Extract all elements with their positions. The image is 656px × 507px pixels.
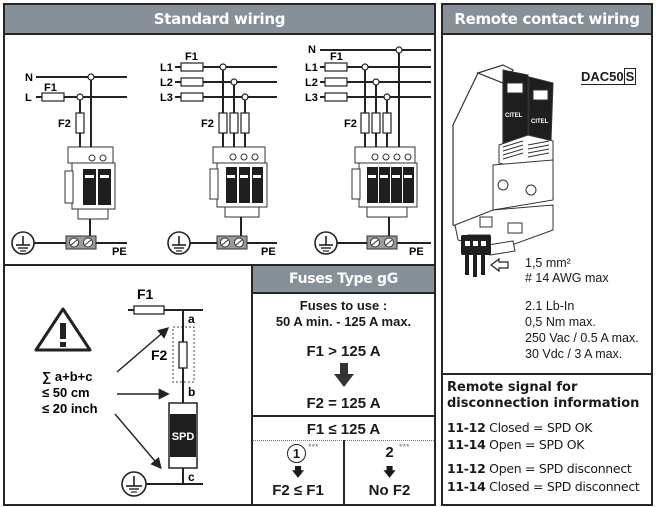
option-2-number: 2	[385, 444, 394, 461]
fuses-to-use: Fuses to use :	[299, 298, 388, 313]
option-2-marker: ***	[399, 442, 410, 452]
wire-section: 1,5 mm²	[525, 256, 571, 270]
signal-text: Open = SPD disconnect	[489, 461, 632, 476]
ground-icon	[121, 471, 147, 497]
signal-text: Open = SPD OK	[489, 437, 585, 452]
option-2-result: No F2	[368, 482, 411, 499]
standard-wiring-diagrams: N L F1 F2	[11, 44, 431, 258]
signal-pins: 11-14	[447, 479, 486, 494]
case-f2-result: F2 = 125 A	[306, 395, 381, 412]
label-l1: L1	[305, 62, 318, 74]
rating-ac: 250 Vac / 0.5 A max.	[525, 331, 639, 345]
remote-contact-title: Remote contact wiring	[443, 5, 651, 35]
option-1: 1 *** 🡇 F2 ≤ F1	[253, 442, 343, 504]
label-l: L	[25, 92, 32, 104]
distance-rule-diagram: ∑ a+b+c ≤ 50 cm ≤ 20 inch F1 a F2 b SPD …	[34, 286, 203, 497]
wire-awg: # 14 AWG max	[525, 271, 609, 285]
spd-block: SPD	[168, 402, 198, 469]
max-inch: ≤ 20 inch	[42, 401, 98, 416]
arrow-down-icon	[334, 363, 354, 387]
label-pe: PE	[409, 246, 424, 258]
sum-abc: ∑ a+b+c	[42, 369, 92, 384]
label-l1: L1	[160, 62, 173, 74]
label-f2: F2	[151, 347, 168, 363]
label-l2: L2	[305, 77, 318, 89]
torque-nm: 0,5 Nm max.	[525, 315, 596, 329]
spd-label: SPD	[172, 431, 195, 443]
standard-wiring-panel: Standard wiring N L F1	[3, 3, 436, 266]
option-1-result: F2 ≤ F1	[272, 482, 324, 499]
warning-triangle-icon	[34, 307, 92, 352]
fuses-title: Fuses Type gG	[253, 266, 434, 294]
label-pe: PE	[112, 246, 127, 258]
signal-text: Closed = SPD disconnect	[489, 479, 640, 494]
fuse-f1	[133, 305, 165, 315]
label-f1: F1	[44, 82, 57, 94]
torque-lb: 2.1 Lb-In	[525, 299, 575, 313]
option-1-number: 1	[287, 444, 306, 463]
remote-signal-panel: Remote signal for disconnection informat…	[441, 373, 653, 506]
case-f1-high: F1 > 125 A	[306, 343, 381, 360]
distance-rule-panel: ∑ a+b+c ≤ 50 cm ≤ 20 inch F1 a F2 b SPD …	[3, 264, 253, 506]
diagram-three-phase: F1 L1 L2 L3 F2	[160, 51, 277, 258]
signal-pins: 11-12	[447, 420, 486, 435]
signal-title-line1: Remote signal for	[447, 380, 578, 395]
dac50s-device-illustration: CITEL CITEL	[452, 64, 554, 256]
standard-wiring-title: Standard wiring	[5, 5, 434, 35]
label-l3: L3	[305, 92, 318, 104]
case-f1-low: F1 ≤ 125 A	[306, 421, 381, 438]
label-l2: L2	[160, 77, 173, 89]
label-f1: F1	[185, 51, 198, 63]
spd-device-3pole	[209, 146, 268, 218]
signal-text: Closed = SPD OK	[489, 420, 593, 435]
brand-label: CITEL	[505, 113, 523, 119]
label-b: b	[188, 385, 195, 399]
arrow-down-small-icon: 🡇	[383, 465, 396, 479]
max-cm: ≤ 50 cm	[42, 385, 90, 400]
spd-device-2pole	[64, 146, 116, 220]
rating-dc: 30 Vdc / 3 A max.	[525, 347, 623, 361]
option-1-marker: ***	[308, 442, 319, 452]
diagram-three-phase-neutral: N F1 L1 L2 L3 F2	[305, 44, 431, 258]
signal-title-line2: disconnection information	[447, 396, 640, 411]
model-prefix: DAC50	[581, 69, 624, 84]
label-f1: F1	[330, 51, 343, 63]
fuse-f2	[178, 341, 188, 369]
label-f2: F2	[201, 118, 214, 130]
fuses-range: 50 A min. - 125 A max.	[275, 314, 412, 329]
option-2: 2 *** 🡇 No F2	[345, 442, 434, 504]
label-n: N	[308, 44, 316, 56]
label-c: c	[188, 470, 195, 484]
label-n: N	[25, 72, 33, 84]
label-l3: L3	[160, 92, 173, 104]
remote-connector-plug	[461, 235, 509, 277]
signal-row: 11-14 Closed = SPD disconnect	[447, 479, 640, 494]
fuse-f1	[41, 92, 65, 102]
label-f2: F2	[58, 118, 71, 130]
signal-pins: 11-14	[447, 437, 486, 452]
signal-row: 11-12 Open = SPD disconnect	[447, 461, 632, 476]
fuse-f2	[75, 112, 85, 134]
model-suffix: S	[623, 68, 637, 85]
signal-row: 11-12 Closed = SPD OK	[447, 420, 592, 435]
signal-row: 11-14 Open = SPD OK	[447, 437, 584, 452]
diagram-single-phase: N L F1 F2	[11, 72, 127, 258]
fuses-panel: Fuses Type gG Fuses to use : 50 A min. -…	[251, 264, 436, 506]
brand-label: CITEL	[531, 119, 549, 125]
spd-device-4pole	[351, 146, 418, 218]
label-f1: F1	[137, 286, 154, 302]
signal-pins: 11-12	[447, 461, 486, 476]
label-f2: F2	[344, 118, 357, 130]
arrow-down-small-icon: 🡇	[291, 465, 305, 479]
label-a: a	[188, 312, 195, 326]
label-pe: PE	[261, 246, 276, 258]
